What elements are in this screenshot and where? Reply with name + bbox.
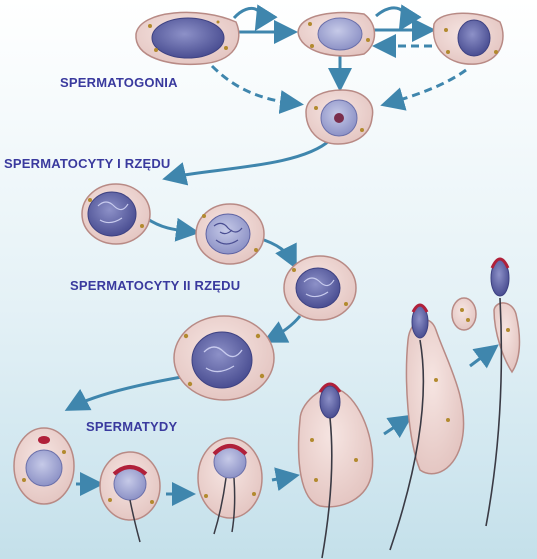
arrow-sg1-dashed [210,64,304,114]
label-spermatogonia: SPERMATOGONIA [60,75,178,90]
label-spermatocytes-secondary: SPERMATOCYTY II RZĘDU [70,278,241,293]
spermatocyte-primary-2 [195,203,265,265]
spermatid-1 [13,427,75,505]
spermatogonium-3 [432,12,504,65]
spermatozoon [485,257,521,527]
residual-body [451,297,477,331]
spermatid-5 [389,303,465,551]
spermatid-4 [297,382,374,559]
spermatocyte-secondary [173,315,275,401]
arrow-sp4-sp5 [383,414,413,438]
arrow-spc2-down [262,315,302,343]
spermatogonium-4 [305,89,374,145]
spermatogonium-2 [297,11,376,57]
arrow-sg-to-spc1 [162,138,332,186]
spermatogonium-1 [135,11,240,66]
arrow-sg1-loop [232,4,278,32]
spermatocyte-primary-1 [81,183,151,245]
spermatocyte-primary-3 [283,255,357,321]
arrow-spc1-a [145,216,200,242]
arrow-sp5-sp6 [469,344,499,369]
arrow-sg3-dashed [380,68,467,111]
arrow-sp3-sp4 [271,467,300,492]
arrow-sg2-loop [375,4,422,32]
label-spermatids: SPERMATYDY [86,419,178,434]
spermatid-2 [99,451,161,543]
label-spermatocytes-primary: SPERMATOCYTY I RZĘDU [4,156,171,171]
arrows [64,4,499,506]
spermatid-3 [197,437,263,535]
